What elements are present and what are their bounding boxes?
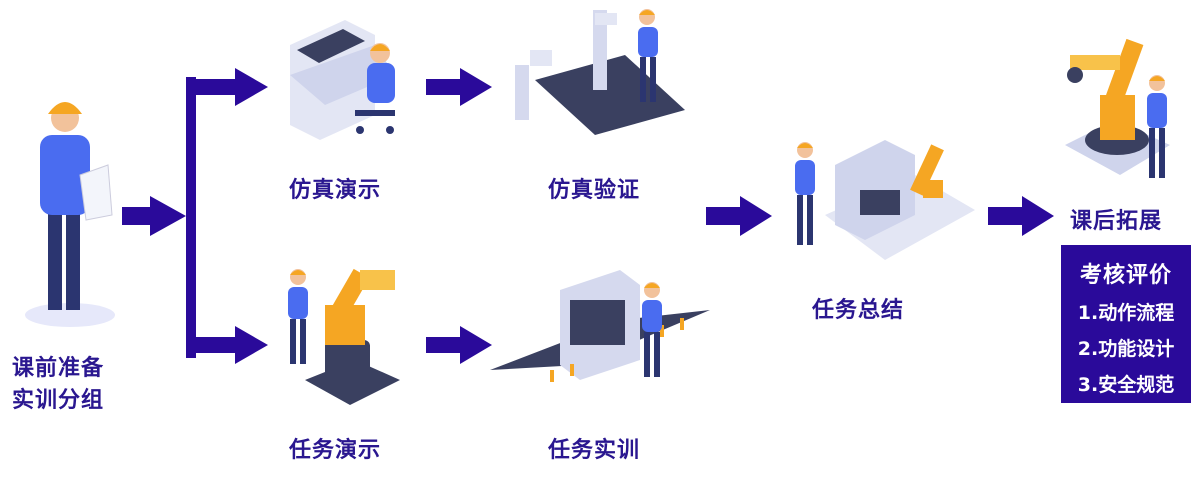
control-console-illustration: [290, 20, 395, 140]
worker-illustration: [25, 102, 115, 327]
arrow-sim: [426, 68, 492, 106]
industrial-robot-illustration: [1065, 38, 1170, 178]
production-line-illustration: [490, 270, 710, 382]
arrow-top-branch: [196, 68, 268, 106]
label-sim-verify: 仿真验证: [548, 178, 641, 203]
conveyor-illustration: [515, 9, 685, 135]
label-prep-line1: 课前准备: [12, 356, 105, 381]
evaluation-title: 考核评价: [1079, 263, 1172, 288]
arrow-task: [426, 326, 492, 364]
label-task-demo: 任务演示: [289, 438, 382, 463]
evaluation-item: 2.功能设计: [1077, 338, 1175, 360]
label-task-summary: 任务总结: [812, 298, 905, 323]
label-extension: 课后拓展: [1070, 209, 1163, 234]
label-sim-demo: 仿真演示: [289, 178, 382, 203]
arrow-to-extension: [988, 196, 1054, 236]
robot-arm-illustration: [288, 268, 400, 405]
arrow-to-summary: [706, 196, 772, 236]
bracket-line: [186, 77, 196, 358]
evaluation-item: 3.安全规范: [1077, 374, 1175, 396]
arrow-bottom-branch: [196, 326, 268, 364]
evaluation-item: 1.动作流程: [1077, 302, 1175, 324]
label-task-practice: 任务实训: [548, 438, 641, 463]
packing-machine-illustration: [795, 140, 975, 260]
arrow-prep: [122, 196, 186, 236]
label-prep-line2: 实训分组: [12, 388, 105, 413]
evaluation-box: 考核评价 1.动作流程 2.功能设计 3.安全规范: [1061, 245, 1191, 403]
